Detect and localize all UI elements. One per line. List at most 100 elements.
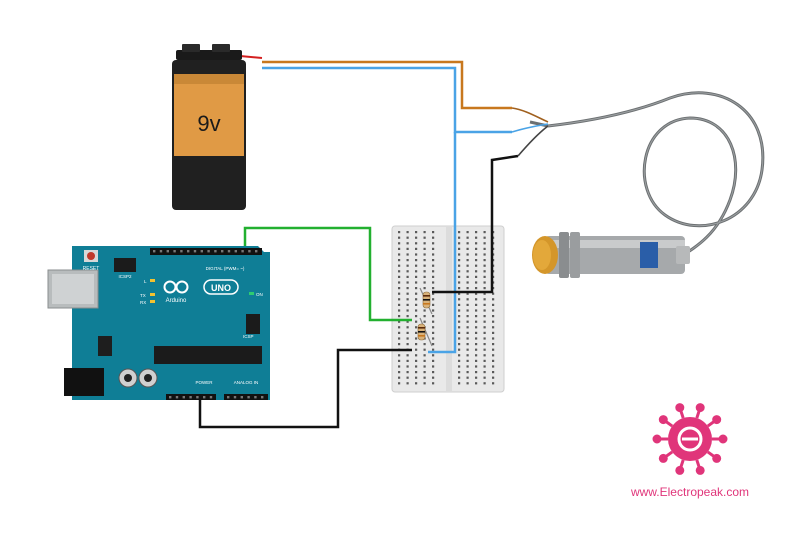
breadboard-hole [492, 359, 495, 362]
breadboard-hole [406, 315, 409, 318]
l-led-label: L [144, 279, 147, 284]
breadboard-hole [415, 247, 418, 250]
breadboard-hole [475, 231, 478, 234]
breadboard-hole [398, 231, 401, 234]
breadboard-hole [458, 298, 461, 301]
breadboard-hole [483, 326, 486, 329]
logo-ray-dot [712, 453, 722, 463]
breadboard-hole [475, 343, 478, 346]
breadboard-hole [483, 309, 486, 312]
breadboard-hole [406, 281, 409, 284]
breadboard-hole [415, 298, 418, 301]
breadboard-hole [483, 359, 486, 362]
breadboard-hole [398, 270, 401, 273]
logo-ray-dot [658, 415, 668, 425]
breadboard-hole [483, 315, 486, 318]
breadboard-hole [483, 264, 486, 267]
battery-9v: 9v [172, 44, 246, 210]
breadboard-hole [398, 359, 401, 362]
breadboard-hole [466, 242, 469, 245]
breadboard-hole [475, 309, 478, 312]
icsp-label: ICSP [243, 334, 254, 339]
breadboard-hole [423, 315, 426, 318]
breadboard-hole [483, 292, 486, 295]
breadboard-hole [432, 287, 435, 290]
breadboard-hole [423, 231, 426, 234]
breadboard-hole [466, 309, 469, 312]
breadboard-hole [398, 376, 401, 379]
proximity-sensor [511, 91, 765, 278]
breadboard-hole [432, 382, 435, 385]
digital-pin [153, 250, 156, 253]
logo-ray-dot [652, 434, 662, 444]
breadboard-hole [483, 281, 486, 284]
power-label: POWER [195, 380, 213, 385]
breadboard-hole [492, 298, 495, 301]
breadboard-hole [475, 242, 478, 245]
blue-wire-battery [262, 66, 512, 134]
analog-label: ANALOG IN [234, 380, 259, 385]
breadboard-hole [415, 315, 418, 318]
breadboard-hole [423, 365, 426, 368]
breadboard-hole [398, 264, 401, 267]
digital-pin [234, 250, 237, 253]
orange-wire [262, 60, 512, 110]
breadboard-hole [415, 292, 418, 295]
breadboard-hole [458, 365, 461, 368]
breadboard-hole [423, 236, 426, 239]
breadboard-hole [406, 320, 409, 323]
breadboard-hole [475, 359, 478, 362]
breadboard-hole [398, 287, 401, 290]
breadboard-hole [466, 247, 469, 250]
battery-red-lead [239, 55, 263, 59]
breadboard-hole [398, 242, 401, 245]
breadboard-hole [432, 348, 435, 351]
resistor-2 [417, 317, 433, 347]
breadboard-hole [415, 303, 418, 306]
breadboard-hole [475, 264, 478, 267]
breadboard-hole [483, 303, 486, 306]
breadboard-hole [423, 247, 426, 250]
breadboard-hole [483, 354, 486, 357]
breadboard-hole [475, 298, 478, 301]
breadboard-hole [432, 326, 435, 329]
breadboard-hole [432, 303, 435, 306]
breadboard-hole [475, 382, 478, 385]
breadboard-hole [458, 281, 461, 284]
breadboard-hole [458, 376, 461, 379]
breadboard-hole [398, 331, 401, 334]
breadboard-hole [432, 343, 435, 346]
power-pin [182, 396, 185, 399]
breadboard-hole [406, 264, 409, 267]
breadboard-hole [483, 242, 486, 245]
digital-pin [193, 250, 197, 253]
power-pin [209, 396, 213, 399]
breadboard-hole [406, 231, 409, 234]
digital-pin [214, 250, 217, 253]
breadboard [391, 225, 505, 393]
digital-pin [255, 250, 258, 253]
breadboard-hole [458, 371, 461, 374]
breadboard-hole [492, 309, 495, 312]
power-pin [196, 396, 199, 399]
icsp2-label: ICSP2 [118, 274, 132, 279]
breadboard-hole [415, 242, 418, 245]
breadboard-hole [406, 303, 409, 306]
breadboard-hole [406, 376, 409, 379]
electropeak-logo: www.Electropeak.com [630, 403, 749, 499]
breadboard-hole [432, 298, 435, 301]
breadboard-hole [475, 331, 478, 334]
breadboard-hole [398, 253, 401, 256]
breadboard-hole [458, 337, 461, 340]
breadboard-hole [398, 292, 401, 295]
breadboard-hole [406, 247, 409, 250]
wires [198, 55, 519, 429]
sensor-black-lead [517, 125, 549, 157]
breadboard-hole [406, 287, 409, 290]
logo-ray-dot [675, 465, 685, 475]
breadboard-hole [398, 326, 401, 329]
breadboard-hole [432, 236, 435, 239]
breadboard-hole [466, 253, 469, 256]
breadboard-hole [406, 236, 409, 239]
